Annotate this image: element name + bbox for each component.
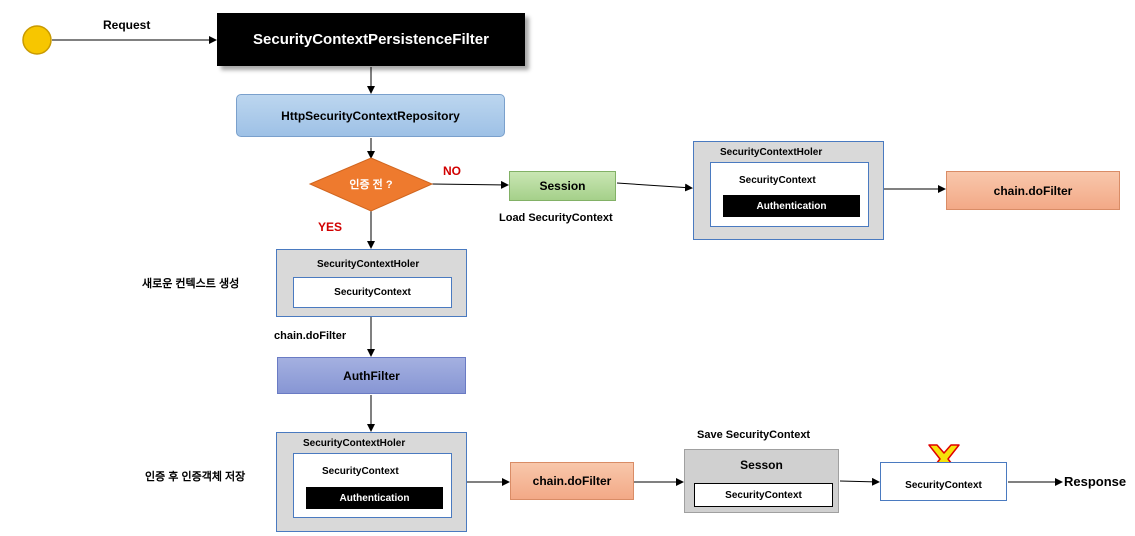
holder-bottom-context-box: SecurityContext Authentication	[293, 453, 452, 518]
final-context-box: SecurityContext	[880, 462, 1007, 501]
no-label: NO	[443, 164, 461, 178]
auth-filter-label: AuthFilter	[343, 368, 400, 383]
arrow-session-to-holder	[616, 182, 693, 192]
holder-mid: SecurityContextHoler SecurityContext	[276, 249, 467, 317]
arrow-sesson-to-context	[839, 477, 880, 486]
repository-box: HttpSecurityContextRepository	[236, 94, 505, 137]
holder-mid-context-label: SecurityContext	[334, 287, 411, 298]
final-context-label: SecurityContext	[905, 479, 982, 491]
holder-top-auth-bar: Authentication	[723, 195, 860, 217]
chain-filter-mid-label: chain.doFilter	[274, 330, 347, 342]
holder-bottom: SecurityContextHoler SecurityContext Aut…	[276, 432, 467, 532]
start-node	[22, 25, 52, 55]
load-context-label: Load SecurityContext	[499, 212, 613, 224]
yes-label: YES	[318, 220, 343, 234]
new-context-label: 새로운 컨텍스트 생성	[142, 278, 240, 290]
sesson-context-label: SecurityContext	[725, 489, 802, 501]
chain-filter-top-box: chain.doFilter	[946, 171, 1120, 210]
sesson-title: Sesson	[740, 458, 783, 472]
auth-filter-box: AuthFilter	[277, 357, 466, 394]
arrow-decision-no	[431, 180, 509, 189]
decision-label: 인증 전 ?	[349, 179, 393, 191]
holder-top-context-label: SecurityContext	[739, 175, 816, 186]
repository-label: HttpSecurityContextRepository	[281, 108, 460, 123]
persistence-filter-box: SecurityContextPersistenceFilter	[217, 13, 525, 66]
session-box: Session	[509, 171, 616, 201]
chain-filter-bottom-box: chain.doFilter	[510, 462, 634, 500]
response-label: Response	[1064, 474, 1127, 489]
holder-bottom-context-label: SecurityContext	[322, 466, 399, 477]
holder-bottom-auth-bar: Authentication	[306, 487, 443, 509]
holder-bottom-title: SecurityContextHoler	[303, 438, 406, 449]
save-context-label: Save SecurityContext	[697, 429, 811, 441]
holder-top-title: SecurityContextHoler	[720, 147, 823, 158]
holder-mid-context-box: SecurityContext	[293, 277, 452, 308]
decision-diamond	[308, 157, 434, 212]
holder-top: SecurityContextHoler SecurityContext Aut…	[693, 141, 884, 240]
session-label: Session	[539, 179, 586, 193]
sesson-box: Sesson SecurityContext	[684, 449, 839, 513]
chain-filter-bottom-label: chain.doFilter	[532, 474, 612, 488]
save-auth-label: 인증 후 인증객체 저장	[145, 471, 246, 483]
request-label: Request	[103, 18, 151, 32]
chain-filter-top-label: chain.doFilter	[993, 183, 1073, 198]
sesson-context-box: SecurityContext	[694, 483, 833, 507]
holder-top-context-box: SecurityContext Authentication	[710, 162, 869, 227]
holder-mid-title: SecurityContextHoler	[317, 259, 420, 270]
persistence-filter-label: SecurityContextPersistenceFilter	[253, 31, 489, 48]
